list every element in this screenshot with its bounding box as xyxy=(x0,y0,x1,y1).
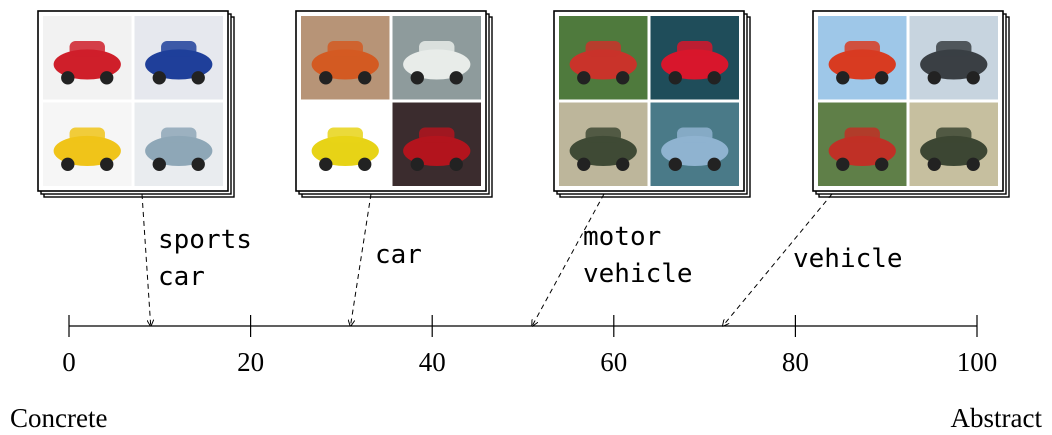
concept-groups: sports car car motor vehicle vehicle xyxy=(37,10,1010,326)
thumbnail-red-mini-cooper xyxy=(392,102,481,186)
tick-label: 0 xyxy=(62,347,76,377)
concept-label: car xyxy=(158,262,205,292)
connector-arrow xyxy=(532,193,605,326)
connector-arrow xyxy=(141,193,151,326)
concept-label: vehicle xyxy=(793,244,903,274)
connector-arrow xyxy=(350,193,372,326)
tick-label: 60 xyxy=(600,347,627,377)
thumbnail-blue-sports-car xyxy=(134,16,223,100)
group-sports-car: sports car xyxy=(37,10,252,326)
abstract-label: Abstract xyxy=(951,403,1043,433)
thumbnail-red-hatchback xyxy=(650,16,739,100)
thumbnail-yellow-convertible xyxy=(43,102,132,186)
concept-label: motor xyxy=(583,222,661,252)
group-vehicle: vehicle xyxy=(723,10,1010,326)
thumbnail-yellow-compact-car xyxy=(301,102,390,186)
tick-label: 40 xyxy=(419,347,446,377)
tick-label: 80 xyxy=(782,347,809,377)
concept-label: car xyxy=(375,240,422,270)
thumbnail-orange-station-wagon xyxy=(301,16,390,100)
group-car: car xyxy=(295,10,493,326)
thumbnail-army-tank xyxy=(559,102,648,186)
thumbnail-dirt-bike-rider xyxy=(818,102,907,186)
group-motor-vehicle: motor vehicle xyxy=(532,10,751,326)
thumbnail-red-sports-car xyxy=(43,16,132,100)
concept-label: sports xyxy=(158,225,252,255)
thumbnail-white-vintage-sedan xyxy=(392,16,481,100)
thumbnail-dirt-bike-rider xyxy=(559,16,648,100)
concept-label: vehicle xyxy=(583,259,693,289)
thumbnail-army-tank xyxy=(909,102,998,186)
tick-label: 100 xyxy=(957,347,998,377)
axis-ticks: 0 20 40 60 80 100 xyxy=(62,315,997,377)
concrete-label: Concrete xyxy=(10,403,107,433)
thumbnail-helicopter xyxy=(909,16,998,100)
thumbnail-red-sailboat xyxy=(818,16,907,100)
thumbnail-silver-concept-car xyxy=(134,102,223,186)
tick-label: 20 xyxy=(237,347,264,377)
connector-arrow xyxy=(723,193,833,326)
thumbnail-blue-sedan xyxy=(650,102,739,186)
